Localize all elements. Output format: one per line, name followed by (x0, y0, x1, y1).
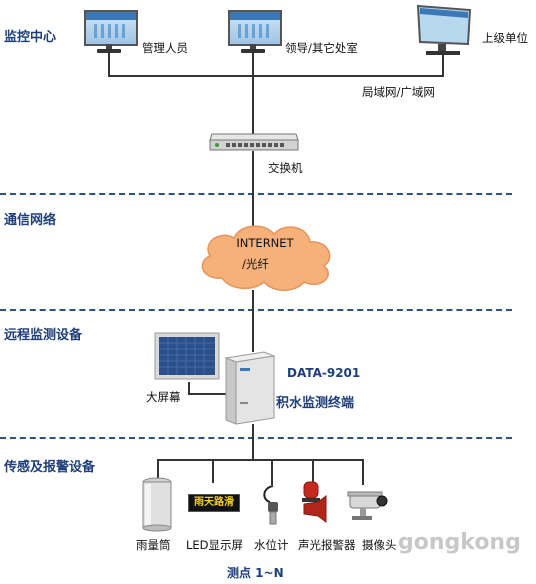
alarm-icon (302, 481, 327, 523)
connector-line (157, 459, 159, 479)
camera-label: 摄像头 (362, 538, 397, 552)
connector-line (442, 55, 444, 76)
section-title-monitoring-center: 监控中心 (4, 30, 57, 45)
connector-line (252, 151, 254, 229)
terminal-model-label: DATA-9201 (287, 366, 361, 380)
big-screen-label: 大屏幕 (146, 390, 181, 404)
connector-line (271, 459, 273, 485)
terminal-cabinet-icon (224, 351, 276, 425)
water-level-label: 水位计 (254, 538, 289, 552)
connector-line (362, 459, 364, 485)
led-display-icon: 雨天路滑 (188, 494, 240, 512)
water-level-icon (263, 485, 278, 525)
superior-monitor-icon (416, 4, 472, 55)
connector-line (252, 424, 254, 460)
connector-line (252, 76, 254, 136)
camera-icon (347, 491, 388, 520)
superior-label: 上级单位 (482, 31, 528, 45)
section-divider (0, 309, 512, 311)
internet-cloud-icon (201, 225, 331, 291)
measurement-points-label: 测点 1~N (227, 566, 284, 580)
section-title-network: 通信网络 (4, 213, 57, 228)
led-display-label: LED显示屏 (186, 538, 244, 552)
terminal-name-label: 积水监测终端 (276, 396, 355, 411)
rain-gauge-label: 雨量筒 (136, 538, 171, 552)
rain-gauge-icon (142, 477, 172, 532)
lan-wan-label: 局域网/广域网 (362, 85, 435, 99)
fiber-label: /光纤 (242, 257, 269, 271)
watermark: gongkong (398, 530, 521, 555)
management-label: 管理人员 (142, 41, 188, 55)
big-screen-icon (154, 332, 220, 380)
section-title-sensors: 传感及报警设备 (4, 460, 96, 475)
sensor-bus-line (157, 459, 363, 461)
lan-bus-line (108, 75, 444, 77)
connector-line (188, 393, 226, 395)
connector-line (312, 459, 314, 483)
connector-line (212, 459, 214, 483)
section-title-remote-equipment: 远程监测设备 (4, 328, 83, 343)
switch-icon (209, 133, 299, 151)
connector-line (108, 53, 110, 76)
switch-label: 交换机 (268, 161, 303, 175)
section-divider (0, 437, 512, 439)
internet-label: INTERNET (236, 236, 294, 250)
connector-line (252, 53, 254, 76)
leadership-label: 领导/其它处室 (285, 41, 358, 55)
connector-line (252, 290, 254, 352)
connector-line (188, 382, 190, 394)
section-divider (0, 193, 512, 195)
alarm-label: 声光报警器 (298, 538, 356, 552)
